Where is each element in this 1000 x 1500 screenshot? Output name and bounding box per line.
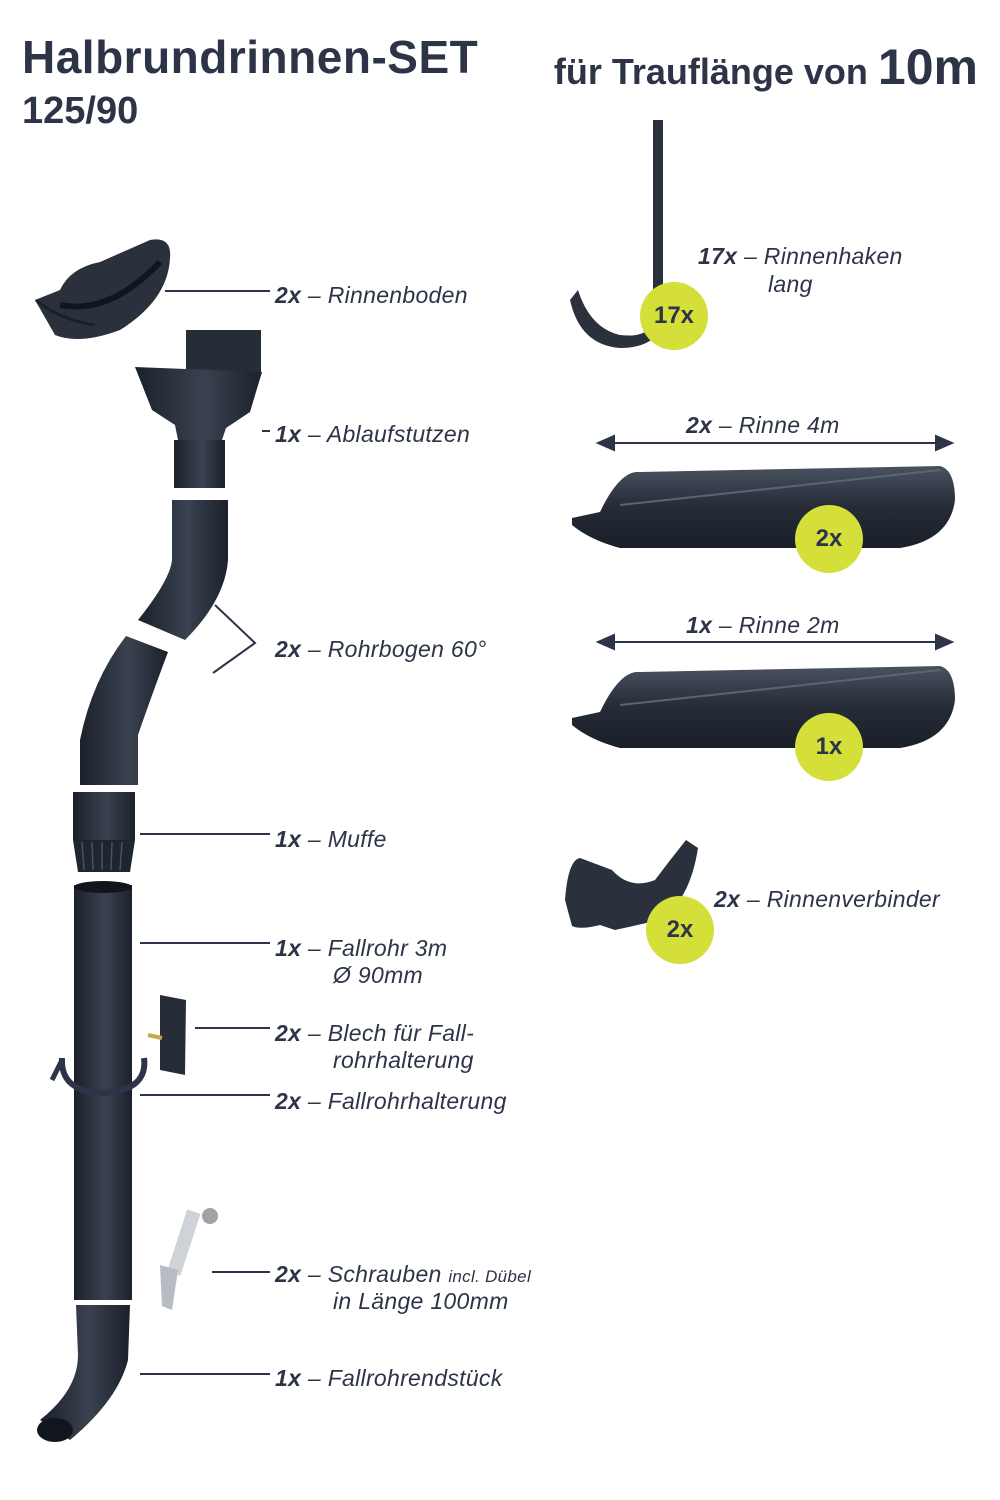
label-fallrohr-line2: Ø 90mm (333, 962, 423, 988)
dimension-arrow-4m (595, 434, 955, 452)
dash: – (746, 886, 760, 912)
gutter-4m-icon (572, 466, 955, 548)
label-rinnenhaken-line2: lang (768, 271, 813, 297)
dash: – (307, 282, 321, 308)
dash: – (718, 612, 732, 638)
part-name: Muffe (327, 826, 387, 852)
page-title: Halbrundrinnen-SET (22, 31, 479, 83)
label-rinnenhaken: 17x – Rinnenhaken (698, 243, 903, 270)
leader-line (140, 1373, 270, 1375)
gutter-end-cap-icon (35, 239, 171, 339)
part-name: Rinne 4m (738, 412, 840, 438)
quantity-badge-gutter-4m: 2x (795, 505, 863, 573)
label-rohrbogen: 2x – Rohrbogen 60° (275, 636, 487, 663)
qty: 1x (275, 1365, 302, 1391)
label-blech: 2x – Blech für Fall- (275, 1020, 474, 1047)
qty: 1x (275, 826, 302, 852)
pipe-elbow-icon (80, 500, 228, 785)
qty: 2x (275, 636, 302, 662)
qty: 1x (275, 421, 302, 447)
label-blech-line2: rohrhalterung (333, 1047, 474, 1073)
page-subtitle: 125/90 (22, 90, 139, 132)
gutter-hook-icon (570, 120, 668, 348)
leader-line (140, 833, 270, 835)
leader-line (262, 430, 270, 432)
leader-line (140, 942, 270, 944)
dash: – (718, 412, 732, 438)
part-name: Rinnenhaken (763, 243, 903, 269)
part-name: Rohrbogen 60° (327, 636, 487, 662)
quantity-badge-gutter-2m: 1x (795, 713, 863, 781)
label-fallrohrhalterung: 2x – Fallrohrhalterung (275, 1088, 507, 1115)
part-name: Fallrohr 3m (327, 935, 448, 961)
label-fallrohrendstueck: 1x – Fallrohrendstück (275, 1365, 503, 1392)
qty: 2x (275, 1261, 302, 1287)
label-muffe: 1x – Muffe (275, 826, 387, 853)
part-name: Fallrohrendstück (327, 1365, 503, 1391)
leader-line (165, 290, 270, 292)
part-name: Rinne 2m (738, 612, 840, 638)
label-rinne-2m: 1x – Rinne 2m (686, 612, 840, 639)
part-name: Fallrohrhalterung (327, 1088, 507, 1114)
dash: – (743, 243, 758, 269)
label-schrauben: 2x – Schrauben incl. Dübel (275, 1261, 531, 1288)
part-name: Blech für Fall- (327, 1020, 475, 1046)
length-heading: für Trauflänge von 10m (554, 38, 978, 96)
qty: 1x (275, 935, 302, 961)
quantity-badge-hook: 17x (640, 282, 708, 350)
part-name: Schrauben (327, 1261, 442, 1287)
dash: – (307, 636, 321, 662)
dash: – (307, 826, 321, 852)
leader-line (140, 1094, 270, 1096)
leader-line (195, 1027, 270, 1029)
dash: – (307, 421, 321, 447)
pipe-clamp-icon (49, 1057, 148, 1097)
label-schrauben-line2: in Länge 100mm (333, 1288, 509, 1314)
part-note: incl. Dübel (448, 1267, 532, 1286)
part-name: Rinnenverbinder (766, 886, 940, 912)
screw-icon (160, 1208, 218, 1310)
length-prefix: für Trauflänge von (553, 51, 868, 92)
dash: – (307, 1020, 321, 1046)
quantity-badge-connector: 2x (646, 896, 714, 964)
part-name: Rinnenboden (327, 282, 468, 308)
qty: 2x (714, 886, 741, 912)
qty: 1x (686, 612, 713, 638)
pipe-end-piece-icon (37, 1305, 130, 1442)
qty: 2x (686, 412, 713, 438)
dimension-arrow-2m (595, 633, 955, 651)
label-rinnenboden: 2x – Rinnenboden (275, 282, 468, 309)
label-rinnenverbinder: 2x – Rinnenverbinder (714, 886, 940, 913)
gutter-outlet-icon (135, 330, 262, 488)
qty: 2x (275, 1088, 302, 1114)
label-rinne-4m: 2x – Rinne 4m (686, 412, 840, 439)
dash: – (307, 1088, 321, 1114)
dash: – (307, 1261, 321, 1287)
part-name: Ablaufstutzen (326, 421, 471, 447)
qty: 2x (275, 282, 302, 308)
leader-line (212, 1271, 270, 1273)
gutter-2m-icon (572, 666, 955, 748)
dash: – (307, 935, 321, 961)
qty: 17x (698, 243, 738, 269)
bracket-plate-icon (147, 995, 186, 1075)
dash: – (307, 1365, 321, 1391)
qty: 2x (275, 1020, 302, 1046)
label-fallrohr: 1x – Fallrohr 3m (275, 935, 447, 962)
pipe-socket-icon (73, 792, 135, 872)
length-value: 10m (877, 39, 978, 95)
label-ablaufstutzen: 1x – Ablaufstutzen (275, 421, 470, 448)
